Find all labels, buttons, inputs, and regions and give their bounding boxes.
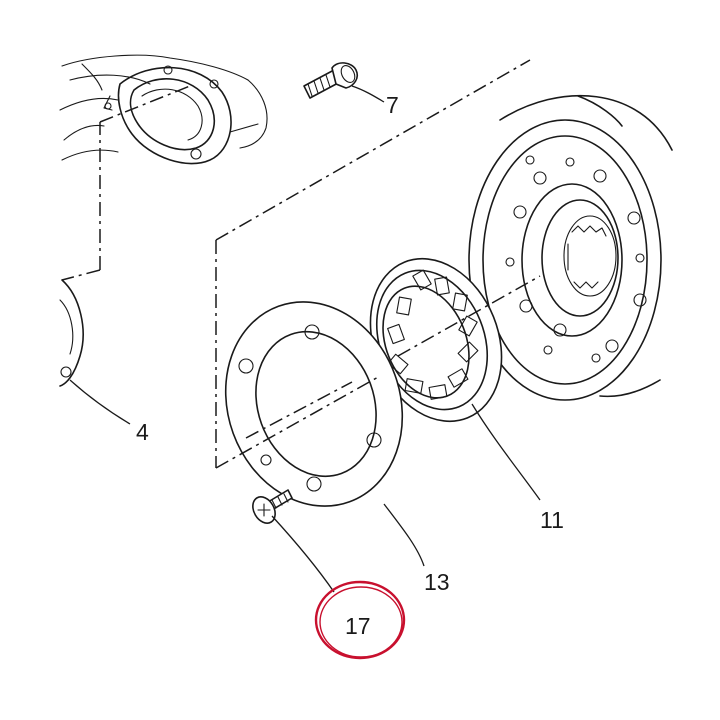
flywheel-rotor [468,94,673,401]
callout-4: 4 [136,419,149,445]
callout-11: 11 [540,507,564,533]
highlight-circle-inner [319,586,403,658]
engine-casing [59,54,268,165]
gear-housing-4 [59,279,84,387]
bolt-7 [303,62,359,99]
callout-7: 7 [386,92,399,118]
leader-lines [69,85,541,593]
callout-13: 13 [424,569,450,595]
callout-17: 17 [345,613,371,639]
highlight-circle [314,580,406,660]
cover-plate-13 [224,301,404,507]
assembly-lines [61,59,541,469]
screw-17 [252,489,293,524]
